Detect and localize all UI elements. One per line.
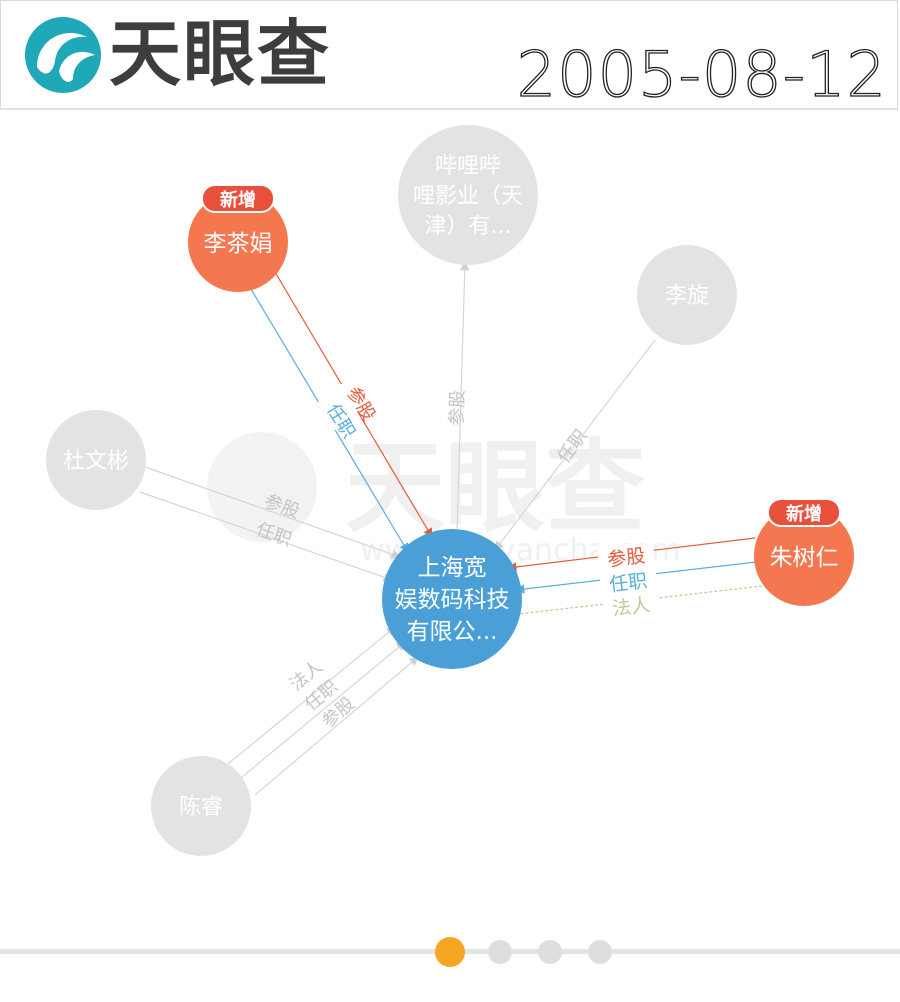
node-chen-rui-label: 陈睿: [179, 795, 223, 820]
node-du-wenbin[interactable]: 杜文彬: [46, 410, 146, 510]
edge-label-zhu-shuren-legal: 法人: [611, 594, 651, 620]
node-zhu-shuren[interactable]: 朱树仁 新增: [754, 498, 854, 606]
node-li-chajuan-label: 李茶娟: [204, 231, 273, 257]
edges-zhu-shuren: 参股 任职 法人: [506, 537, 763, 620]
edge-bilibili: [456, 260, 470, 533]
new-badge: [767, 498, 841, 527]
node-du-wenbin-label: 杜文彬: [63, 449, 129, 474]
watermark: 天眼查 www.tianyancha.com: [207, 429, 681, 568]
node-center-line-1: 上海宽: [418, 555, 487, 581]
edge-chen-rui-3: [254, 656, 419, 796]
edge-chen-rui-2: [229, 641, 406, 788]
tianyancha-logo-icon: [25, 17, 101, 93]
node-bilibili[interactable]: 哔哩哔 哩影业（天 津）有...: [398, 125, 538, 265]
pager-dot-4[interactable]: [588, 940, 612, 964]
edges-li-chajuan: 参股 任职: [247, 266, 433, 554]
node-bilibili-line-2: 哩影业（天: [413, 184, 523, 209]
watermark-text: 天眼查: [345, 429, 645, 546]
node-zhu-shuren-badge: 新增: [786, 503, 822, 525]
node-bilibili-line-1: 哔哩哔: [435, 154, 501, 179]
node-center-line-3: 有限公...: [407, 619, 498, 645]
logo-text: 天眼查: [109, 12, 332, 96]
edge-label-zhu-shuren-share: 参股: [606, 545, 646, 571]
edge-label-zhu-shuren-position: 任职: [608, 570, 648, 596]
new-badge: [201, 184, 275, 213]
node-bilibili-line-3: 津）有...: [425, 214, 512, 239]
node-li-xuan[interactable]: 李旋: [637, 245, 737, 345]
node-li-xuan-label: 李旋: [665, 284, 709, 309]
header: 天眼查 2005-08-12: [0, 0, 898, 111]
node-li-chajuan-badge: 新增: [220, 189, 256, 211]
edge-du-wenbin-2: [139, 491, 394, 582]
edge-du-wenbin-1: [144, 466, 402, 559]
relationship-graph: 天眼查 www.tianyancha.com 参股 任职 参股 任职 法人 任职…: [46, 125, 854, 856]
snapshot-date: 2005-08-12: [516, 38, 887, 111]
pager-dot-3[interactable]: [538, 940, 562, 964]
edge-chen-rui-1: [211, 626, 396, 778]
pager-dot-1[interactable]: [435, 937, 465, 967]
edge-label-bilibili-share: 参股: [446, 389, 468, 426]
node-zhu-shuren-label: 朱树仁: [770, 545, 839, 571]
node-chen-rui[interactable]: 陈睿: [151, 756, 251, 856]
node-li-chajuan[interactable]: 李茶娟 新增: [188, 184, 288, 292]
faded-edges: [139, 260, 656, 796]
node-center-company[interactable]: 上海宽 娱数码科技 有限公...: [382, 529, 522, 669]
pager-dot-2[interactable]: [488, 940, 512, 964]
edge-li-xuan: [494, 339, 656, 551]
node-center-line-2: 娱数码科技: [395, 587, 510, 613]
